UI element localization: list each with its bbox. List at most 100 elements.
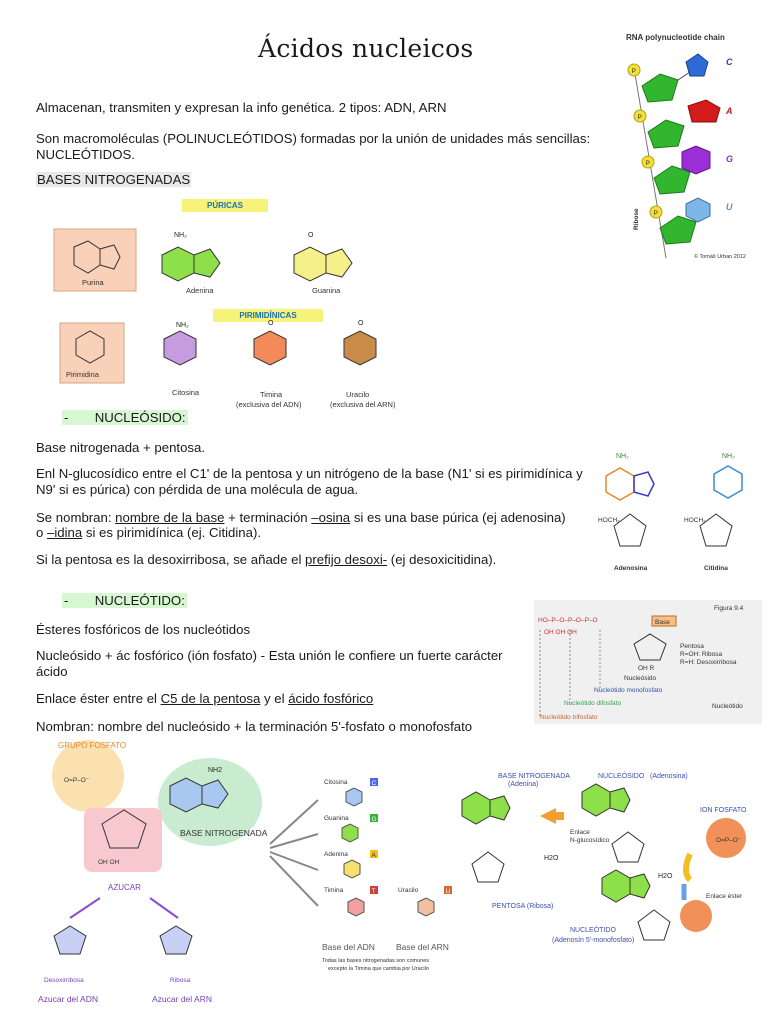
- azucar-arn-label: Azucar del ARN: [152, 994, 212, 1004]
- adenina-label: Adenina: [186, 286, 214, 295]
- rna-chain-figure: RNA polynucleotide chain P C P A P G P U…: [626, 33, 746, 260]
- svg-text:NH₂: NH₂: [722, 453, 735, 460]
- fig-label: Figura 9.4: [714, 605, 744, 612]
- nucleosido-naming: o –idina si es pirimidínica (ej. Citidin…: [36, 525, 262, 540]
- nucleosido-bullet: -: [62, 410, 71, 425]
- nucleotido-bullet: -: [62, 593, 71, 608]
- nucleotide-formation-diagram: BASE NITROGENADA (Adenina) PENTOSA (Ribo…: [461, 771, 747, 944]
- svg-text:O=P–O⁻: O=P–O⁻: [716, 837, 742, 844]
- azucar-label: AZUCAR: [108, 883, 141, 892]
- base-adn-label: Base del ADN: [322, 942, 375, 952]
- rna-chain-title: RNA polynucleotide chain: [626, 33, 725, 42]
- svg-text:Nucleótido difosfato: Nucleótido difosfato: [564, 700, 621, 707]
- citosina-label: Citosina: [172, 388, 200, 397]
- svg-text:Uracilo: Uracilo: [398, 887, 419, 894]
- nucleosides-figure: NH₂ HOCH₂ Adenosina NH₂ HOCH₂ Citidina: [598, 453, 743, 572]
- adenosina-label: Adenosina: [614, 565, 648, 572]
- intro-line: Almacenan, transmiten y expresan la info…: [36, 100, 447, 115]
- nucleotido-text: Ésteres fosfóricos de los nucleótidos: [36, 622, 251, 637]
- puricas-tag: PÚRICAS: [182, 199, 268, 212]
- timina-label: Timina: [260, 390, 283, 399]
- purina-label: Purina: [82, 278, 105, 287]
- rna-unit: P C: [627, 53, 733, 103]
- svg-text:O: O: [308, 232, 314, 239]
- bases-figure: Purina NH₂ Adenina O Guanina Pirimidina …: [53, 228, 396, 409]
- svg-text:P: P: [654, 210, 658, 217]
- svg-text:Guanina: Guanina: [324, 815, 349, 822]
- svg-text:HO–P–O–P–O–P–O: HO–P–O–P–O–P–O: [538, 617, 598, 624]
- svg-text:Timina: Timina: [324, 887, 344, 894]
- svg-text:OH OH OH: OH OH OH: [544, 629, 577, 636]
- citidina-label: Citidina: [704, 565, 728, 572]
- svg-text:(Adenina): (Adenina): [508, 781, 538, 788]
- guanina-label: Guanina: [312, 286, 341, 295]
- uracilo-label: Uracilo: [346, 390, 369, 399]
- bases-heading: BASES NITROGENADAS: [36, 172, 192, 187]
- svg-text:ION FOSFATO: ION FOSFATO: [700, 807, 747, 814]
- svg-text:N-glucosídico: N-glucosídico: [570, 837, 610, 844]
- svg-text:Todas las bases nitrogenadas s: Todas las bases nitrogenadas son comunes: [322, 958, 429, 964]
- uracilo-note: (exclusiva del ARN): [330, 400, 396, 409]
- base-arn-label: Base del ARN: [396, 942, 449, 952]
- figura-9-4: Figura 9.4 HO–P–O–P–O–P–O OH OH OH Base …: [534, 600, 762, 724]
- base-label: Base: [655, 619, 670, 626]
- desoxirribosa-label: Desoxirribosa: [44, 977, 84, 984]
- svg-text:R=OH: Ribosa: R=OH: Ribosa: [680, 651, 722, 658]
- ribose-label: Ribose: [633, 208, 640, 230]
- page-title: Ácidos nucleicos: [258, 34, 474, 63]
- nucleotido-heading: NUCLEÓTIDO:: [92, 593, 187, 608]
- copyright: © Tomáš Urban 2012: [694, 253, 746, 260]
- svg-text:NH₂: NH₂: [174, 232, 187, 239]
- intro-line: Son macromoléculas (POLINUCLEÓTIDOS) for…: [36, 131, 591, 146]
- svg-text:BASE NITROGENADA: BASE NITROGENADA: [498, 773, 570, 780]
- svg-text:Nucleótido monofosfato: Nucleótido monofosfato: [594, 687, 663, 694]
- svg-text:Adenina: Adenina: [324, 851, 348, 858]
- svg-text:H2O: H2O: [544, 855, 559, 862]
- svg-text:HOCH₂: HOCH₂: [598, 517, 620, 524]
- rna-base-label: G: [726, 154, 733, 164]
- svg-text:PENTOSA (Ribosa): PENTOSA (Ribosa): [492, 903, 553, 910]
- svg-text:G: G: [372, 816, 377, 823]
- svg-text:(Adenosín 5'-monofosfato): (Adenosín 5'-monofosfato): [552, 937, 634, 944]
- svg-text:H2O: H2O: [658, 873, 673, 880]
- nucleosido-label: Nucleósido: [624, 675, 657, 682]
- base-nitrogenada-label: BASE NITROGENADA: [180, 828, 268, 838]
- svg-text:Enlace: Enlace: [570, 829, 590, 836]
- svg-text:P: P: [646, 160, 650, 167]
- svg-text:NUCLEÓSIDO: NUCLEÓSIDO: [598, 771, 645, 780]
- svg-text:Nucleótido: Nucleótido: [712, 703, 743, 710]
- nh2-label: NH2: [208, 767, 222, 774]
- rna-base-label: C: [726, 57, 733, 67]
- svg-text:R=H: Desoxirribosa: R=H: Desoxirribosa: [680, 659, 737, 666]
- grupo-fosfato-label: GRUPO FOSFATO: [58, 741, 126, 750]
- bases-arrows-diagram: Citosina C Guanina G Adenina A Timina T …: [269, 778, 452, 972]
- svg-text:C: C: [372, 780, 377, 787]
- nucleosido-text: Enl N-glucosídico entre el C1' de la pen…: [36, 466, 583, 481]
- svg-text:HOCH₂: HOCH₂: [684, 517, 706, 524]
- svg-text:T: T: [372, 888, 376, 895]
- intro-line: NUCLEÓTIDOS.: [36, 147, 135, 162]
- nucleosido-desoxi: Si la pentosa es la desoxirribosa, se añ…: [36, 552, 497, 567]
- nucleotido-text: Nucleósido + ác fosfórico (ión fosfato) …: [36, 648, 503, 663]
- pirimidinicas-tag: PIRIMIDÍNICAS: [213, 309, 323, 322]
- nucleotido-text: Nombran: nombre del nucleósido + la term…: [36, 719, 473, 734]
- svg-text:OH R: OH R: [638, 665, 655, 672]
- nucleosido-heading: NUCLEÓSIDO:: [92, 410, 188, 425]
- nucleotido-text: ácido: [36, 664, 68, 679]
- svg-text:U: U: [446, 888, 451, 895]
- svg-text:A: A: [372, 852, 377, 859]
- timina-note: (exclusiva del ADN): [236, 400, 302, 409]
- pentosa-label: Pentosa: [680, 643, 704, 650]
- pirimidina-label: Pirimidina: [66, 370, 100, 379]
- svg-text:Enlace éster: Enlace éster: [706, 893, 743, 900]
- nucleotido-ester: Enlace éster entre el C5 de la pentosa y…: [36, 691, 374, 706]
- rna-unit: P G: [641, 145, 733, 195]
- svg-text:O=P–O⁻: O=P–O⁻: [64, 777, 90, 784]
- azucar-adn-label: Azucar del ADN: [38, 994, 98, 1004]
- svg-text:P: P: [638, 114, 642, 121]
- rna-base-label: A: [725, 106, 733, 116]
- svg-text:Nucleótido trifosfato: Nucleótido trifosfato: [540, 714, 598, 721]
- svg-text:NH₂: NH₂: [176, 322, 189, 329]
- nucleotide-structure-diagram: GRUPO FOSFATO O=P–O⁻ NH2 BASE NITROGENAD…: [38, 740, 268, 1004]
- rna-base-label: U: [726, 202, 733, 212]
